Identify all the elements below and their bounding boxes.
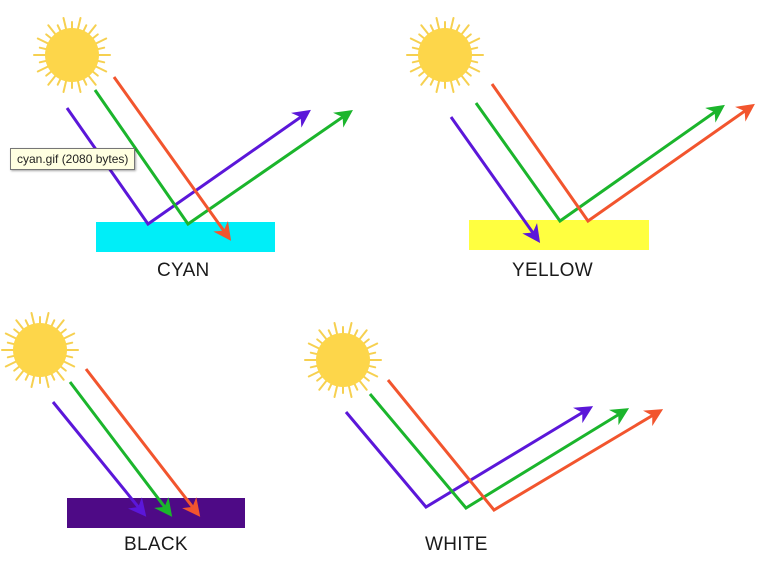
green-ray-reflected <box>368 393 630 510</box>
violet-ray-absorbed <box>449 116 541 243</box>
label-yellow: YELLOW <box>512 260 593 281</box>
sun-icon <box>33 17 111 93</box>
green-ray-reflected <box>93 89 353 227</box>
red-ray-reflected <box>490 83 755 224</box>
file-tooltip: cyan.gif (2080 bytes) <box>10 148 136 170</box>
yellow-surface <box>469 220 649 250</box>
sun-disc <box>13 323 67 377</box>
sun-icon <box>304 322 382 398</box>
violet-ray-reflected <box>65 107 311 227</box>
label-white: WHITE <box>425 534 488 555</box>
cyan-surface <box>96 222 275 252</box>
label-black: BLACK <box>124 534 188 555</box>
violet-ray-reflected <box>344 406 594 509</box>
green-ray-absorbed <box>68 381 173 517</box>
violet-ray-absorbed <box>51 401 147 517</box>
red-ray-reflected <box>386 379 664 512</box>
sun-icon <box>1 312 79 388</box>
sun-disc <box>418 28 472 82</box>
sun-disc <box>45 28 99 82</box>
green-ray-reflected <box>474 102 725 224</box>
panel-yellow <box>406 17 755 250</box>
red-ray-absorbed <box>84 368 201 517</box>
label-cyan: CYAN <box>157 260 210 281</box>
sun-icon <box>406 17 484 93</box>
panel-black <box>1 312 245 528</box>
panel-cyan <box>33 17 353 252</box>
black-surface <box>67 498 245 528</box>
panel-white <box>304 322 664 512</box>
sun-disc <box>316 333 370 387</box>
red-ray-absorbed <box>112 76 232 241</box>
